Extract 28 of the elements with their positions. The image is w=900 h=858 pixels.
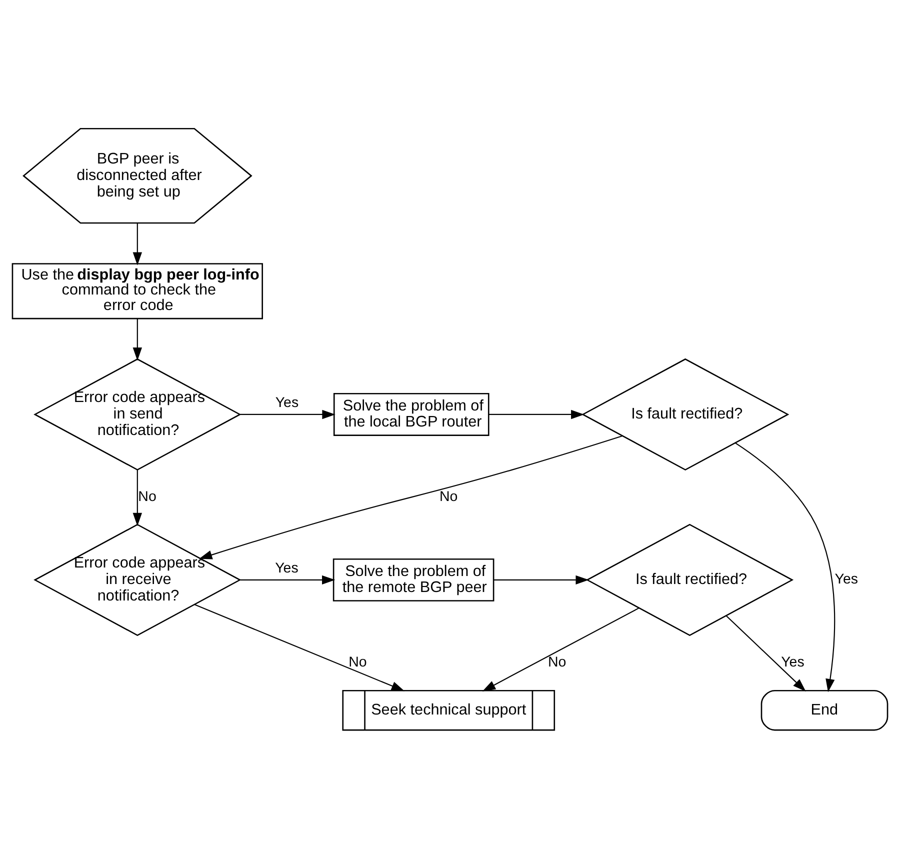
edge-label: Yes: [275, 394, 299, 411]
arrow: [198, 434, 622, 559]
edge-label: No: [348, 654, 367, 670]
arrow: [734, 442, 836, 692]
node-box: Use the display bgp peer log-info command to check the error code: [12, 262, 263, 319]
edge-label: No: [138, 488, 156, 504]
edge-label: No: [548, 654, 566, 670]
node-diamond: Error code appears in send notification?: [34, 358, 242, 470]
node-box: Solve the problem of the local BGP router: [333, 392, 490, 436]
arrow: [132, 222, 142, 265]
node-box: End: [760, 689, 888, 730]
edge-label: Yes: [834, 571, 858, 588]
arrow: [240, 409, 336, 419]
arrow: [494, 574, 589, 584]
arrow: [240, 574, 336, 584]
edge-label: Yes: [275, 560, 298, 576]
arrow: [194, 604, 405, 691]
arrow: [482, 607, 640, 691]
node-box: Solve the problem of the remote BGP peer: [332, 558, 494, 601]
edge-label: No: [440, 488, 458, 504]
node-diamond: Is fault rectified?: [582, 358, 790, 470]
node-diamond: Is fault rectified?: [586, 523, 794, 636]
edge-label: Yes: [781, 654, 804, 670]
arrow: [132, 318, 142, 360]
arrow: [488, 409, 584, 419]
node-diamond: Error code appears in receive notification?: [34, 523, 242, 636]
arrow: [132, 469, 142, 526]
arrow: [726, 614, 806, 692]
